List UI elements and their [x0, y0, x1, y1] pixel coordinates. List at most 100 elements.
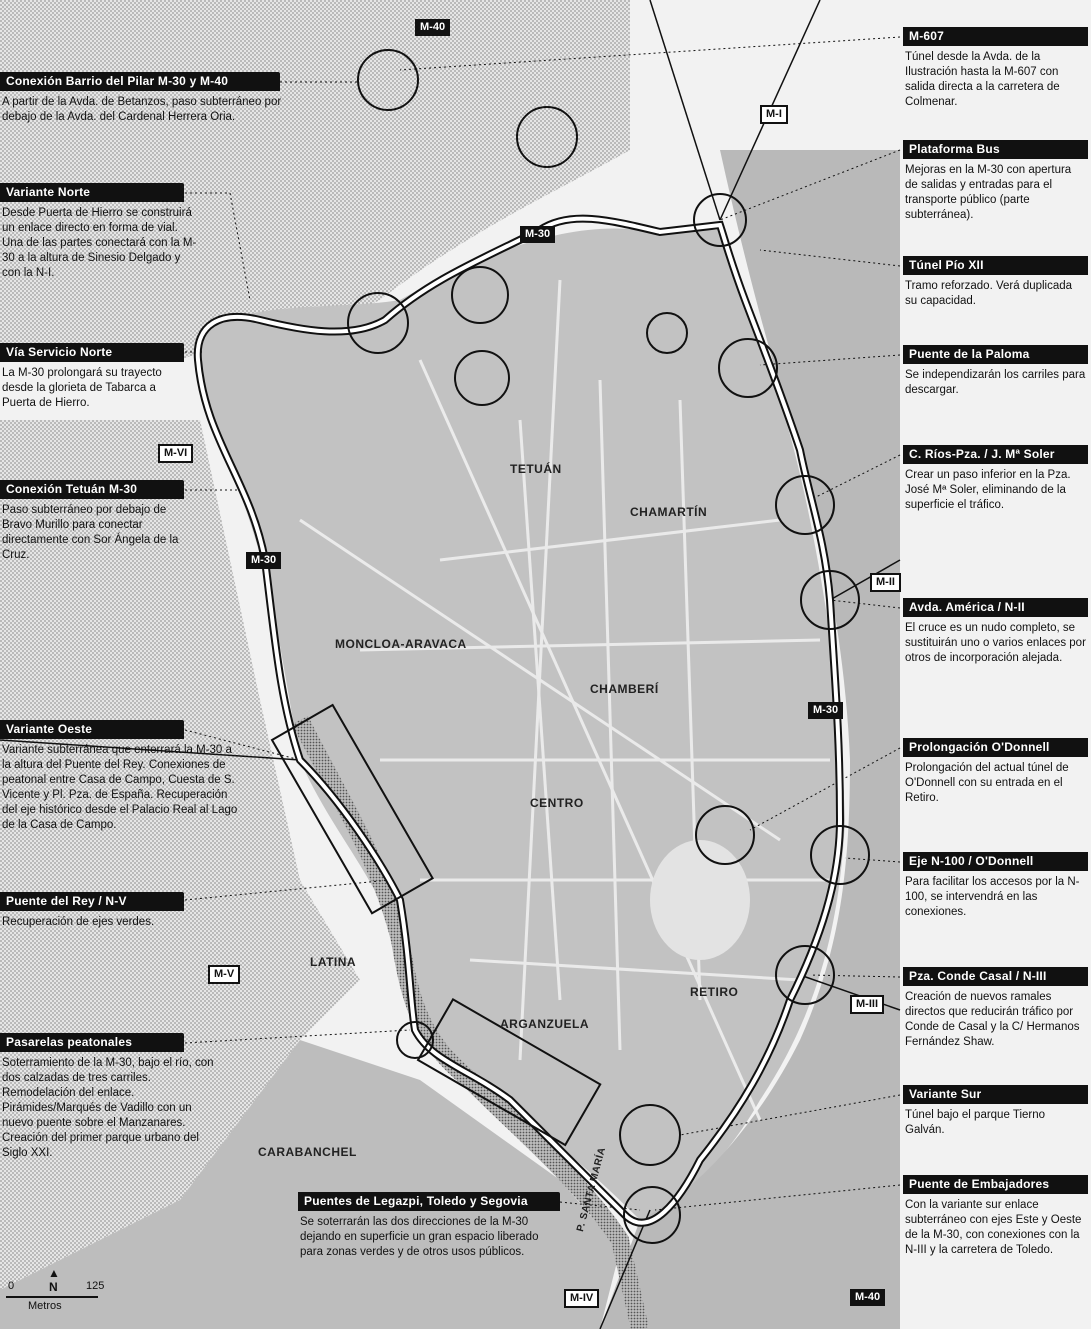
annotation-eje-n100: Eje N-100 / O'Donnell Para facilitar los… [903, 852, 1088, 920]
intervention-circle [451, 266, 509, 324]
intervention-circle [357, 49, 419, 111]
annotation-barrio-pilar: Conexión Barrio del Pilar M-30 y M-40 A … [0, 72, 300, 125]
district-moncloa: MONCLOA-ARAVACA [335, 637, 467, 651]
intervention-circle [695, 805, 755, 865]
road-label-miv: M-IV [564, 1289, 600, 1308]
annotation-title: Conexión Barrio del Pilar M-30 y M-40 [0, 72, 280, 91]
casa-de-campo-area [0, 420, 360, 1290]
annotation-text: Túnel desde la Avda. de la Ilustración h… [905, 51, 1060, 108]
annotation-text: Para facilitar los accesos por la N-100,… [905, 876, 1080, 918]
annotation-title: Variante Norte [0, 183, 184, 202]
annotation-prolongacion-odonnell: Prolongación O'Donnell Prolongación del … [903, 738, 1088, 806]
annotation-title: Variante Sur [903, 1085, 1088, 1104]
district-retiro: RETIRO [690, 985, 739, 999]
annotation-conde-casal: Pza. Conde Casal / N-III Creación de nue… [903, 967, 1088, 1050]
annotation-text: Se soterrarán las dos direcciones de la … [300, 1216, 539, 1258]
intervention-circle [646, 312, 688, 354]
road-label-m40-bottom: M-40 [850, 1289, 886, 1306]
annotation-text: La M-30 prolongará su trayecto desde la … [2, 367, 162, 409]
scale-zero: 0 [8, 1280, 15, 1292]
annotation-title: Pasarelas peatonales [0, 1033, 184, 1052]
road-label-m30-west: M-30 [246, 552, 282, 569]
road-label-mvi: M-VI [158, 444, 194, 463]
annotation-text: Soterramiento de la M-30, bajo el río, c… [2, 1057, 214, 1159]
intervention-circle [810, 825, 870, 885]
annotation-title: Puente del Rey / N-V [0, 892, 184, 911]
annotation-text: Crear un paso inferior en la Pza. José M… [905, 469, 1071, 511]
annotation-variante-norte: Variante Norte Desde Puerta de Hierro se… [0, 183, 200, 281]
intervention-circle [800, 570, 860, 630]
intervention-circle [396, 1021, 434, 1059]
annotation-m607: M-607 Túnel desde la Avda. de la Ilustra… [903, 27, 1088, 110]
annotation-text: Recuperación de ejes verdes. [2, 916, 155, 928]
intervention-circle [454, 350, 510, 406]
annotation-rios-soler: C. Ríos-Pza. / J. Mª Soler Crear un paso… [903, 445, 1088, 513]
annotation-title: Avda. América / N-II [903, 598, 1088, 617]
road-label-m40-top: M-40 [415, 19, 451, 36]
annotation-text: Mejoras en la M-30 con apertura de salid… [905, 164, 1072, 221]
annotation-variante-oeste: Variante Oeste Variante subterránea que … [0, 720, 245, 833]
annotation-pasarelas: Pasarelas peatonales Soterramiento de la… [0, 1033, 218, 1161]
scale-line [6, 1296, 98, 1298]
annotation-text: Paso subterráneo por debajo de Bravo Mur… [2, 504, 179, 561]
intervention-circles [347, 49, 870, 1244]
district-arganzuela: ARGANZUELA [500, 1017, 589, 1031]
annotation-text: Creación de nuevos ramales directos que … [905, 991, 1080, 1048]
variante-oeste-box [270, 703, 434, 915]
district-carabanchel: CARABANCHEL [258, 1145, 357, 1159]
intervention-circle [516, 106, 578, 168]
district-tetuan: TETUÁN [510, 462, 562, 476]
annotation-puente-del-rey: Puente del Rey / N-V Recuperación de eje… [0, 892, 200, 930]
intervention-circle [718, 338, 778, 398]
annotation-title: Vía Servicio Norte [0, 343, 184, 362]
intervention-circle [623, 1186, 681, 1244]
annotation-conexion-tetuan: Conexión Tetuán M-30 Paso subterráneo po… [0, 480, 190, 563]
annotation-text: El cruce es un nudo completo, se sustitu… [905, 622, 1086, 664]
annotation-title: Eje N-100 / O'Donnell [903, 852, 1088, 871]
road-label-mii: M-II [870, 573, 901, 592]
district-chamartin: CHAMARTÍN [630, 505, 708, 519]
annotation-variante-sur: Variante Sur Túnel bajo el parque Tierno… [903, 1085, 1088, 1138]
annotation-text: Tramo reforzado. Verá duplicada su capac… [905, 280, 1073, 307]
annotation-title: Variante Oeste [0, 720, 184, 739]
road-label-m30-east: M-30 [808, 702, 844, 719]
tunnel-areas [270, 703, 602, 1147]
annotation-text: Túnel bajo el parque Tierno Galván. [905, 1109, 1046, 1136]
intervention-circle [693, 193, 747, 247]
road-label-mi: M-I [760, 105, 788, 124]
street-grid [299, 279, 830, 1121]
annotation-puentes-legazpi: Puentes de Legazpi, Toledo y Segovia Se … [298, 1192, 563, 1260]
intervention-circle [775, 475, 835, 535]
pasarelas-box [416, 998, 602, 1147]
road-label-miii: M-III [850, 995, 884, 1014]
annotation-title: C. Ríos-Pza. / J. Mª Soler [903, 445, 1088, 464]
district-chamberi: CHAMBERÍ [590, 682, 659, 696]
annotation-title: Túnel Pío XII [903, 256, 1088, 275]
north-arrow-icon: ▲ [48, 1266, 60, 1280]
retiro-park [650, 840, 750, 960]
urban-south [0, 1040, 620, 1329]
annotation-text: Se independizarán los carriles para desc… [905, 369, 1086, 396]
annotation-via-servicio-norte: Vía Servicio Norte La M-30 prolongará su… [0, 343, 185, 411]
annotation-title: Pza. Conde Casal / N-III [903, 967, 1088, 986]
district-latina: LATINA [310, 955, 357, 969]
annotation-text: A partir de la Avda. de Betanzos, paso s… [2, 96, 282, 123]
annotation-puente-paloma: Puente de la Paloma Se independizarán lo… [903, 345, 1088, 398]
road-label-m30-north: M-30 [520, 226, 556, 243]
annotation-title: Prolongación O'Donnell [903, 738, 1088, 757]
annotation-text: Desde Puerta de Hierro se construirá un … [2, 207, 197, 279]
annotation-title: Conexión Tetuán M-30 [0, 480, 184, 499]
road-label-mv: M-V [208, 965, 241, 984]
intervention-circle [347, 292, 409, 354]
annotation-text: Con la variante sur enlace subterráneo c… [905, 1199, 1082, 1256]
scale-max: 125 [86, 1280, 105, 1292]
urban-east [600, 150, 900, 1329]
intervention-circle [619, 1104, 681, 1166]
annotation-puente-embajadores: Puente de Embajadores Con la variante su… [903, 1175, 1088, 1258]
north-label: N [49, 1280, 58, 1294]
scale-unit: Metros [28, 1300, 62, 1312]
intervention-circle [775, 945, 835, 1005]
annotation-title: Puente de la Paloma [903, 345, 1088, 364]
annotation-plataforma-bus: Plataforma Bus Mejoras en la M-30 con ap… [903, 140, 1088, 223]
